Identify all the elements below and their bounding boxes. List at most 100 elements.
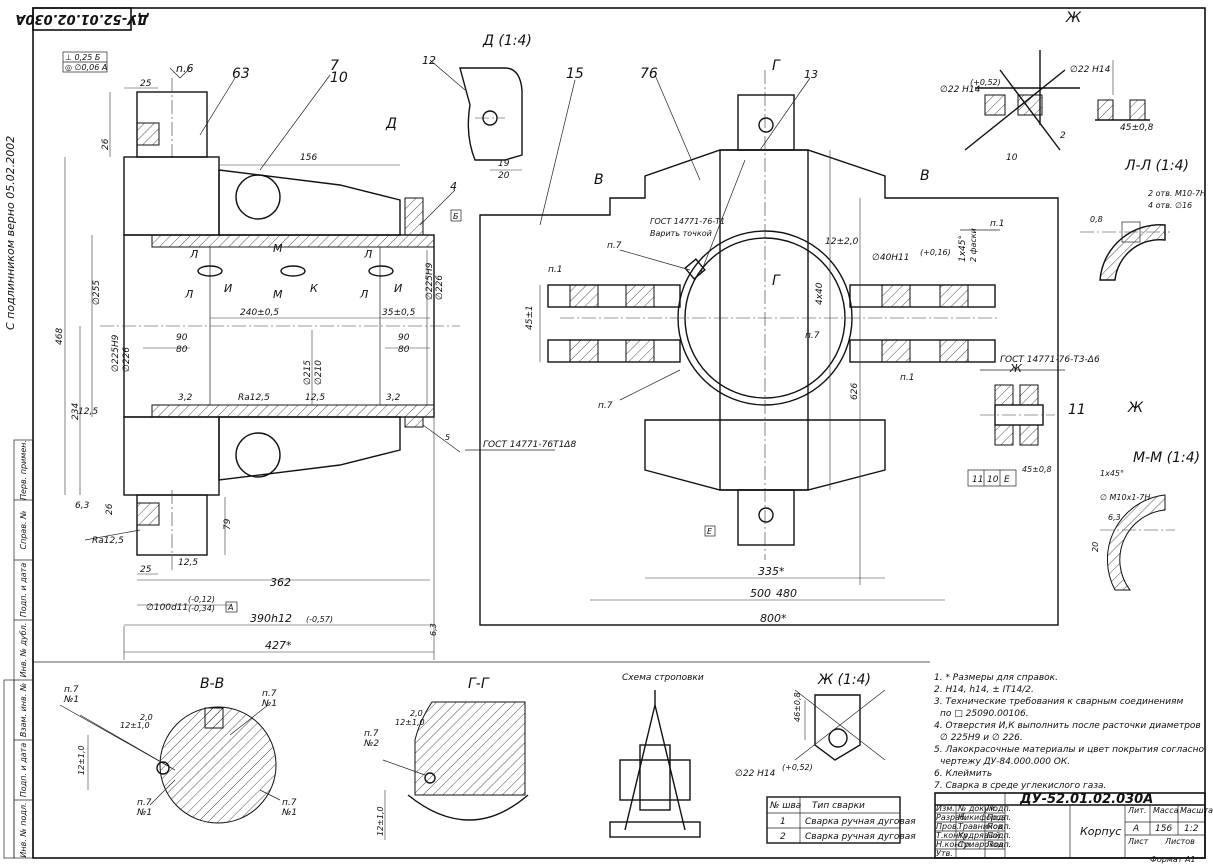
- bb-n7-a: п.7: [64, 685, 79, 695]
- dim-226-right: ∅226: [435, 275, 445, 300]
- dim-255: ∅255: [92, 280, 102, 305]
- pos-63-label: 63: [232, 66, 250, 82]
- name-4: Сумароков: [958, 840, 1004, 849]
- zh-mark-top: Ж: [1065, 10, 1082, 26]
- bb-n7-c: п.7: [137, 798, 152, 808]
- zh-14-dim-46: 46±0,8: [793, 692, 802, 722]
- mm-note-a: 1х45°: [1100, 469, 1124, 478]
- pos-1-label-b: п.1: [900, 373, 914, 383]
- bb-n1-d: №1: [281, 808, 297, 818]
- base-e-label: Е: [707, 527, 713, 536]
- dim-427: 427*: [265, 639, 292, 652]
- gg-n7: п.7: [364, 729, 379, 739]
- sign-1: Подп.: [987, 813, 1011, 822]
- dim-4x40: 4х40: [815, 282, 825, 305]
- technical-notes: 1. * Размеры для справок. 2. Н14, h14, ±…: [934, 673, 1204, 791]
- dim-390: 390h12: [250, 612, 292, 625]
- name-3: Кудрявый: [958, 831, 1000, 840]
- weld-table-header-num: № шва: [769, 801, 801, 811]
- ll-note-a: 2 отв. М10-7Н: [1148, 189, 1206, 198]
- view-d-title: Д (1:4): [482, 33, 532, 49]
- left-strip-cell-4: Инв. № дубл.: [19, 623, 28, 678]
- weld-frame-10: 10: [987, 475, 999, 485]
- dim-156: 156: [300, 153, 317, 163]
- zh-dim-45: 45±0,8: [1022, 465, 1052, 474]
- zh-pos-11: 11: [1068, 402, 1086, 418]
- detail-mm: [1100, 494, 1175, 591]
- zh-dim-a: ∅22 Н14: [940, 85, 981, 95]
- section-gg-title: Г-Г: [468, 676, 490, 692]
- hole-k: К: [310, 282, 319, 295]
- pos-7-label-c: п.7: [805, 331, 820, 341]
- dim-500: 500: [750, 587, 771, 600]
- view-d: [429, 59, 523, 171]
- pos-4-label: 4: [450, 180, 457, 193]
- weld-point-hint: Варить точкой: [650, 229, 712, 238]
- view-d-dim-19: 19: [498, 159, 510, 169]
- weld-table-row-2-type: Сварка ручная дуговая: [805, 832, 916, 842]
- dim-80-right: 80: [398, 345, 410, 355]
- dim-40h11: ∅40Н11: [872, 253, 910, 263]
- pos-12-label: 12: [422, 54, 436, 67]
- weld-table-row-2-num: 2: [780, 832, 786, 842]
- rev-header-2: № докум.: [957, 804, 997, 813]
- name-1: Никифоров: [958, 813, 1006, 822]
- base-b-label: Б: [453, 212, 459, 221]
- zh-14-title: Ж (1:4): [817, 672, 871, 688]
- zh-dim-d: 10: [1006, 153, 1018, 163]
- ll-dim: 0,8: [1090, 215, 1103, 224]
- bb-n7-b: п.7: [262, 689, 277, 699]
- dim-80-left: 80: [176, 345, 188, 355]
- name-2: Травников: [958, 822, 1003, 831]
- pos-13-label: 13: [804, 68, 818, 81]
- ll-title: Л-Л (1:4): [1124, 158, 1189, 174]
- dim-800: 800*: [760, 612, 787, 625]
- role-1: Разраб.: [936, 813, 967, 822]
- left-strip-cell-2: Справ. №: [19, 511, 28, 550]
- dim-240: 240±0,5: [240, 308, 279, 318]
- section-bb-title: В-В: [200, 676, 224, 692]
- hole-i-left: И: [224, 282, 232, 295]
- n6-label: n.6: [176, 62, 193, 75]
- dim-45: 45±1: [525, 305, 535, 330]
- ll-note-b: 4 отв. ∅16: [1148, 201, 1192, 210]
- mm-dim-a: 6,3: [1108, 513, 1121, 522]
- dim-25-bottom: 25: [140, 565, 152, 575]
- designation-rotated-box: ДУ-52.01.02.030А: [15, 7, 150, 31]
- dim-468: 468: [55, 328, 65, 345]
- dim-100d11-tol-a: (-0,12): [188, 595, 215, 604]
- sheet-frame: [32, 7, 1206, 859]
- roughness-ra: Ra12,5: [238, 393, 270, 403]
- left-strip-cell-7: Инв. № подл.: [19, 802, 28, 857]
- section-v-right: В: [920, 168, 930, 184]
- handwritten-certification: С подлинником верно 05.02.2002: [4, 136, 17, 330]
- section-l-top-right: Л: [363, 248, 372, 261]
- dim-626: 626: [850, 383, 860, 400]
- title-col-scale: Масштаб: [1180, 806, 1213, 815]
- gost-top-label: ГОСТ 14771-76-Т1: [650, 217, 725, 226]
- dim-210: ∅210: [314, 360, 324, 385]
- left-strip-cell-6: Подп. и дата: [19, 743, 28, 798]
- sign-3: Подп.: [987, 831, 1011, 840]
- dim-6-3-b: 6,3: [429, 623, 438, 636]
- section-m-bottom: М: [273, 288, 283, 301]
- dim-362: 362: [270, 576, 291, 589]
- note-line-2: 2. Н14, h14, ± IT14/2.: [934, 685, 1034, 695]
- weld-table-row-1-type: Сварка ручная дуговая: [805, 817, 916, 827]
- pos-7-label-a: п.7: [607, 241, 622, 251]
- title-mass-value: 156: [1155, 824, 1172, 834]
- tolerance-row-2: ◎ ∅0,06 А: [65, 63, 107, 72]
- dim-335: 335*: [758, 565, 785, 578]
- dim-6-3: 6,3: [75, 501, 90, 511]
- rev-header-1: Изм.: [936, 804, 955, 813]
- sign-2: Подп.: [987, 822, 1011, 831]
- bb-dim-12-vertical: 12±1,0: [77, 745, 86, 775]
- dim-90-right: 90: [398, 333, 410, 343]
- dim-26-top: 26: [101, 138, 111, 150]
- rigging-title: Схема строповки: [622, 673, 704, 683]
- dim-3-2-a: 3,2: [178, 393, 193, 403]
- note-line-10: 7. Сварка в среде углекислого газа.: [934, 781, 1106, 791]
- detail-zh-side: [967, 384, 1055, 487]
- left-strip: Перв. примен. Справ. № Подп. и дата Инв.…: [3, 439, 34, 859]
- designation-rotated: ДУ-52.01.02.030А: [15, 11, 149, 26]
